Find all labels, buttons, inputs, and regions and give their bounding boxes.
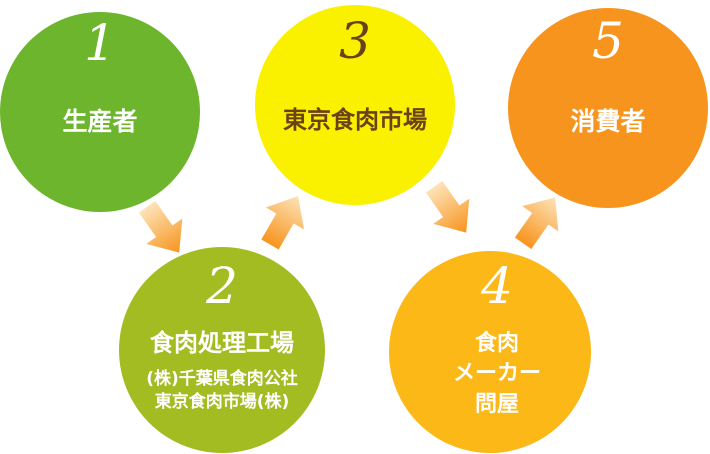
step-2-processing-plant: 2 食肉処理工場 (株)千葉県食肉公社 東京食肉市場(株) <box>119 247 325 453</box>
arrow-4-to-5 <box>514 197 559 250</box>
step-4-circle <box>389 251 591 453</box>
step-4-label-3: 問屋 <box>475 392 519 417</box>
step-5-circle <box>508 8 708 208</box>
step-4-label-1: 食肉 <box>475 330 519 356</box>
step-3-circle <box>255 5 455 205</box>
arrow-2-to-3 <box>261 196 305 250</box>
step-2-company-2: 東京食肉市場(株) <box>155 391 290 412</box>
step-3-label: 東京食肉市場 <box>283 106 427 134</box>
step-1-circle <box>0 12 200 212</box>
step-2-company-1: (株)千葉県食肉公社 <box>146 368 298 389</box>
step-2-circle <box>119 247 325 453</box>
step-1-producer: 1 生産者 <box>0 12 200 212</box>
step-2-number: 2 <box>205 257 238 315</box>
step-5-consumer: 5 消費者 <box>508 8 708 208</box>
step-4-label-2: メーカー <box>453 361 541 386</box>
step-4-number: 4 <box>480 257 513 315</box>
arrow-3-to-4 <box>425 180 470 233</box>
step-1-label: 生産者 <box>62 107 137 136</box>
step-5-number: 5 <box>592 12 624 70</box>
step-3-number: 3 <box>339 12 371 70</box>
step-4-meat-wholesaler: 4 食肉 メーカー 問屋 <box>389 251 591 453</box>
step-2-label: 食肉処理工場 <box>150 329 294 357</box>
step-5-label: 消費者 <box>570 107 645 136</box>
step-1-number: 1 <box>84 14 116 72</box>
arrow-1-to-2 <box>138 200 183 253</box>
step-3-market: 3 東京食肉市場 <box>255 5 455 205</box>
